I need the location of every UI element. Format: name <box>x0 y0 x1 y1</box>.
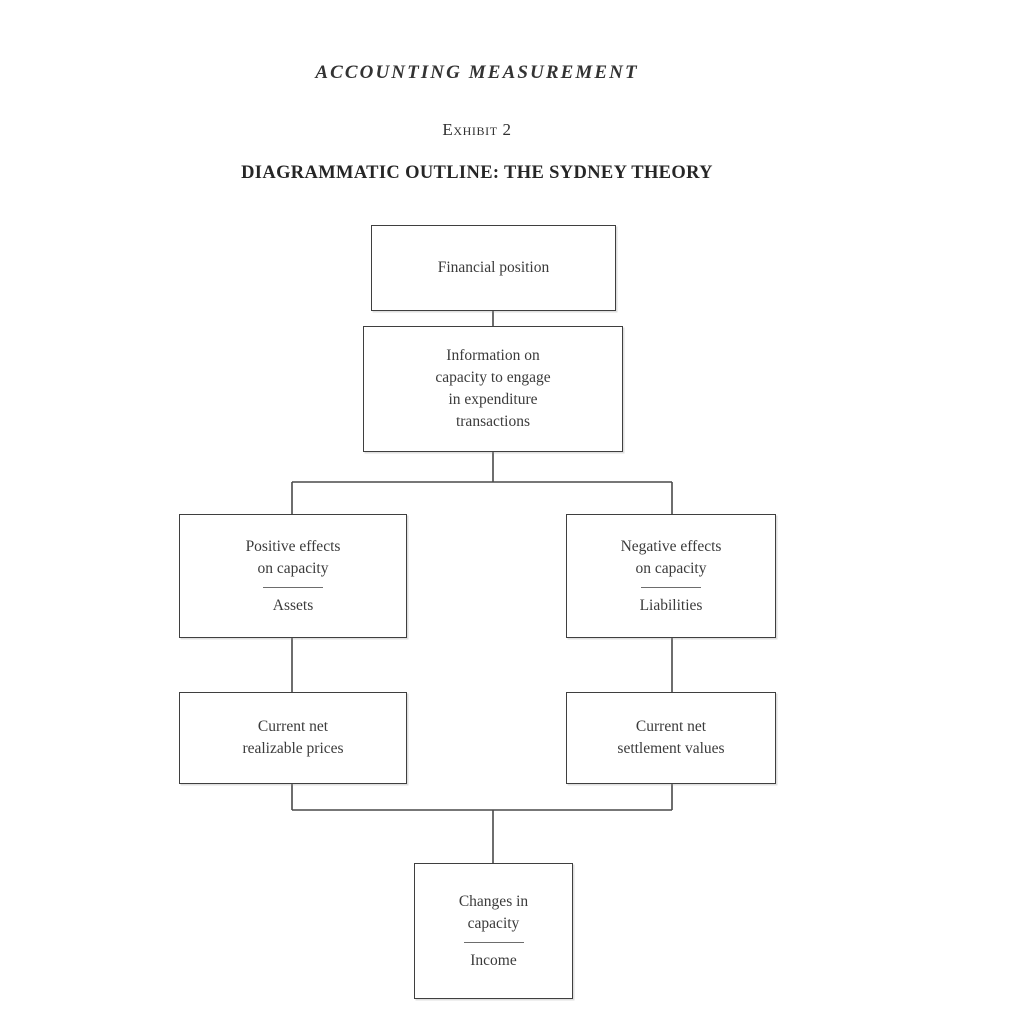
node-line: on capacity <box>635 559 707 577</box>
node-line: settlement values <box>617 740 725 757</box>
node-line: in expenditure <box>448 391 538 408</box>
exhibit-title: DIAGRAMMATIC OUTLINE: THE SYDNEY THEORY <box>241 163 713 183</box>
exhibit-label: Exhibit 2 <box>442 120 512 139</box>
node-line: Current net <box>257 718 329 735</box>
node-line: Current net <box>635 718 707 735</box>
node-line: Positive effects <box>245 537 341 555</box>
node-current-net-realizable: Current net realizable prices <box>179 692 407 784</box>
node-line: on capacity <box>257 559 329 577</box>
node-financial-position: Financial position <box>371 225 616 311</box>
node-current-net-settlement: Current net settlement values <box>566 692 776 784</box>
node-negative-effects: Negative effects on capacity Liabilities <box>566 514 776 638</box>
divider-rule <box>463 941 524 943</box>
node-divider-label: Assets <box>272 596 314 614</box>
node-line: Information on <box>446 347 540 364</box>
running-head: ACCOUNTING MEASUREMENT <box>315 62 639 83</box>
node-line: Negative effects <box>620 537 722 555</box>
node-changes-in-capacity: Changes in capacity Income <box>414 863 573 999</box>
node-line: Changes in <box>458 892 529 910</box>
node-information-capacity: Information on capacity to engage in exp… <box>363 326 623 452</box>
node-divider-label: Liabilities <box>639 596 703 614</box>
node-line: capacity <box>467 914 520 932</box>
node-positive-effects: Positive effects on capacity Assets <box>179 514 407 638</box>
node-line: transactions <box>455 413 531 430</box>
divider-rule <box>641 586 701 588</box>
node-divider-label: Income <box>470 951 517 969</box>
node-line: Financial position <box>437 259 550 276</box>
divider-rule <box>263 586 323 588</box>
node-line: capacity to engage <box>435 369 551 386</box>
node-line: realizable prices <box>242 740 344 757</box>
